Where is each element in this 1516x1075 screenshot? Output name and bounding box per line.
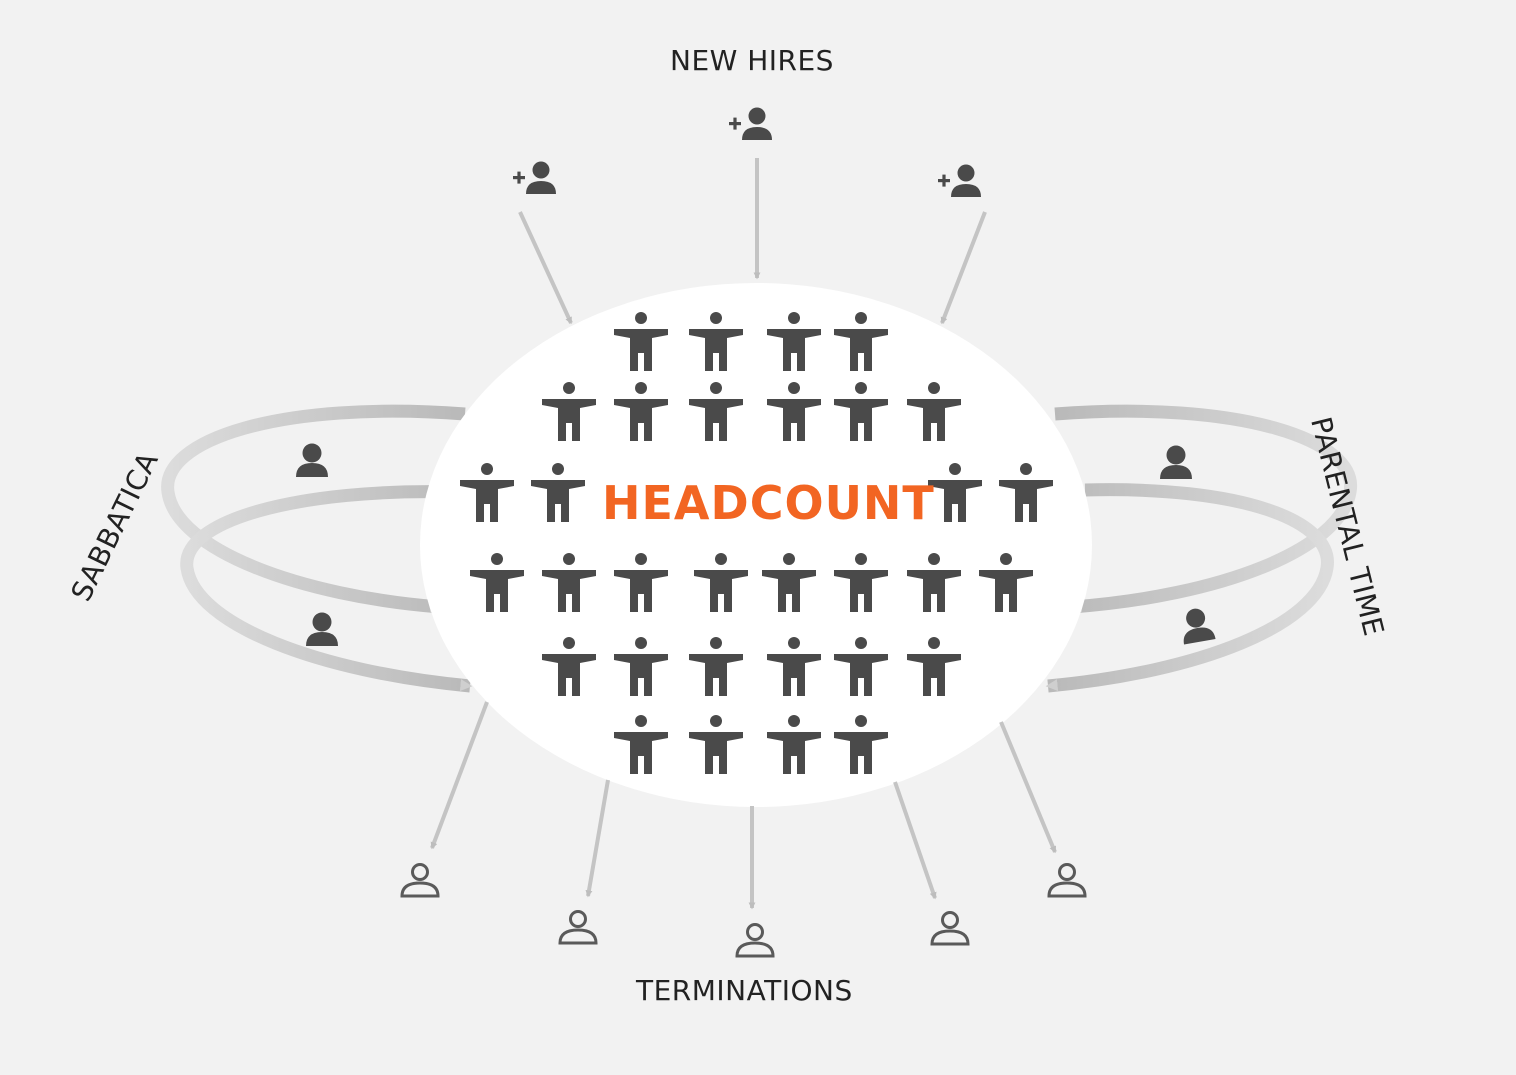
person-solid-icon bbox=[296, 443, 328, 477]
terminations-label: TERMINATIONS bbox=[636, 974, 853, 1007]
person-solid-icon bbox=[306, 612, 338, 646]
person-solid-icon bbox=[1178, 605, 1216, 645]
headcount-title: HEADCOUNT bbox=[602, 476, 935, 530]
headcount-ellipse bbox=[420, 283, 1092, 807]
new-hire-arrows bbox=[518, 158, 987, 325]
termination-icons bbox=[400, 863, 1087, 958]
person-outline-icon bbox=[930, 911, 970, 946]
termination-arrows bbox=[430, 701, 1057, 910]
person-outline-icon bbox=[558, 910, 598, 945]
sabbatical-loop bbox=[161, 404, 473, 693]
person-outline-icon bbox=[400, 863, 440, 898]
person-outline-icon bbox=[1047, 863, 1087, 898]
person-outline-icon bbox=[735, 923, 775, 958]
add-person-icon bbox=[938, 164, 981, 197]
add-person-icon bbox=[513, 161, 556, 194]
new-hire-icons bbox=[513, 107, 981, 197]
parental-loop bbox=[1045, 404, 1358, 693]
add-person-icon bbox=[729, 107, 772, 140]
new-hires-label: NEW HIRES bbox=[670, 44, 834, 77]
person-solid-icon bbox=[1160, 445, 1192, 479]
